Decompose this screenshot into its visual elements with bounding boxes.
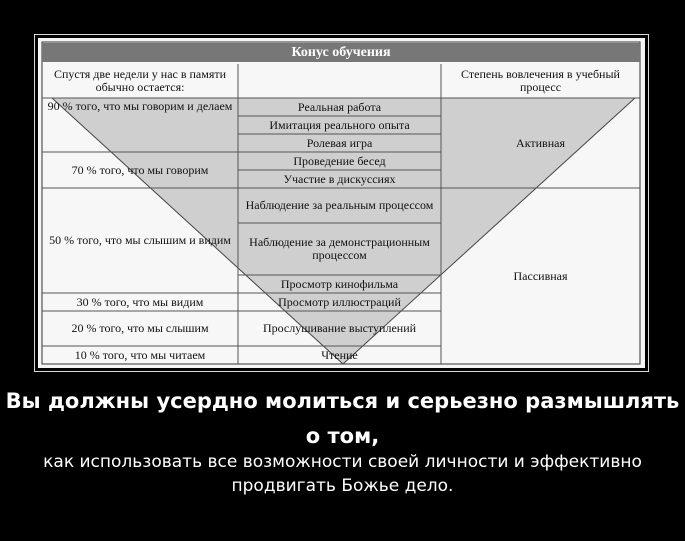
activity-film: Просмотр кинофильма: [280, 276, 399, 291]
activity-role-play: Ролевая игра: [306, 135, 373, 150]
header-involvement: Степень вовлечения в учебный процесс: [461, 67, 620, 94]
poster-frame: [34, 34, 649, 372]
retention-90: 90 % того, что мы говорим и делаем: [47, 99, 233, 113]
activity-conversations: Проведение бесед: [293, 153, 386, 168]
activity-reading: Чтение: [321, 347, 358, 362]
retention-30: 30 % того, что мы видим: [76, 294, 204, 309]
table-title: Конус обучения: [42, 43, 640, 62]
header-retention: Спустя две недели у нас в памяти обычно …: [53, 67, 227, 94]
activity-illustrations: Просмотр иллюстраций: [278, 294, 401, 309]
activity-discussions: Участие в дискуссиях: [283, 171, 396, 186]
cone-graphic: [41, 41, 641, 365]
involvement-passive: Пассивная: [513, 268, 568, 283]
activity-real-work: Реальная работа: [297, 99, 382, 114]
cone-triangle: [52, 98, 635, 364]
caption-title: Вы должны усердно молиться и серьезно ра…: [5, 389, 680, 448]
retention-10: 10 % того, что мы читаем: [74, 347, 206, 362]
activity-lectures: Прослушивание выступлений: [262, 321, 417, 335]
learning-cone-table: Конус обучения Спустя две недели у нас в…: [38, 38, 645, 368]
activity-observe-demo: Наблюдение за демонстрационным процессом: [249, 235, 430, 262]
retention-50: 50 % того, что мы слышим и видим: [49, 233, 231, 247]
involvement-active: Активная: [516, 135, 565, 150]
activity-simulation: Имитация реального опыта: [269, 117, 410, 132]
activity-observe-real: Наблюдение за реальным процессом: [245, 198, 434, 212]
retention-70: 70 % того, что мы говорим: [71, 162, 209, 177]
caption-text: как использовать все возможности своей л…: [43, 452, 642, 496]
retention-20: 20 % того, что мы слышим: [71, 321, 209, 335]
